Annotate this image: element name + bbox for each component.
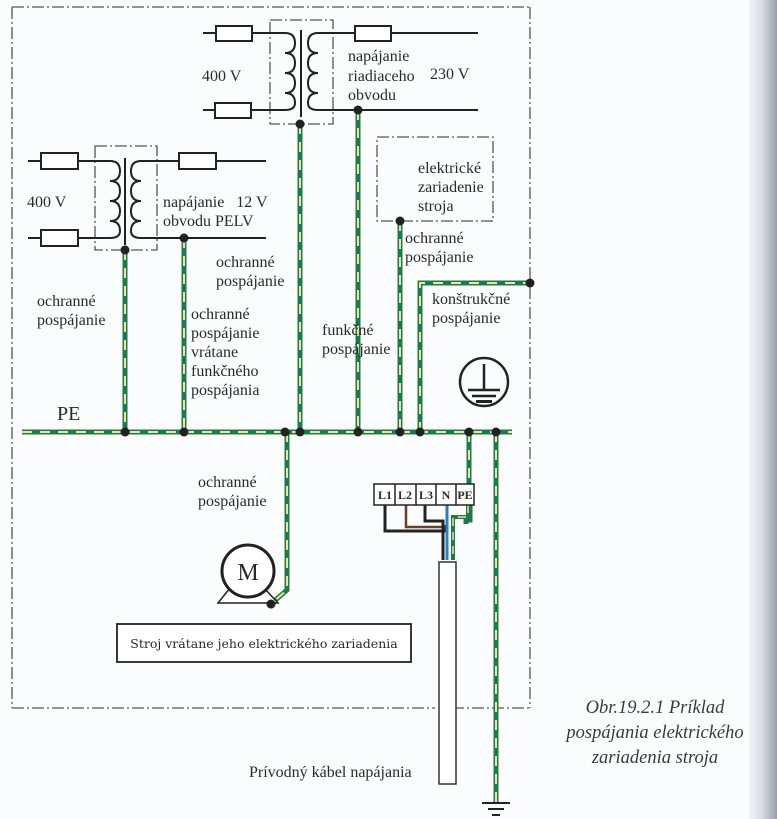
equipment-label-1: elektrické xyxy=(418,160,481,177)
fuse-icon xyxy=(40,152,79,170)
label-incl-functional-5: pospájania xyxy=(191,382,259,399)
secondary-coil-icon xyxy=(306,32,319,111)
control-label-1: napájanie xyxy=(348,48,409,65)
pelv-label-2: obvodu PELV xyxy=(163,213,254,230)
label-functional-1: funkčné xyxy=(322,322,374,339)
wire-pe xyxy=(451,505,470,560)
label-protective-left-1: ochranné xyxy=(37,293,96,310)
junction-dot xyxy=(179,233,189,243)
terminal-frame xyxy=(373,483,475,506)
label-functional-2: pospájanie xyxy=(322,341,390,358)
label-protective-equipment-2: pospájanie xyxy=(405,249,473,266)
label-protective-center-1: ochranné xyxy=(216,254,275,271)
caption-line-1: Obr.19.2.1 Príklad xyxy=(586,698,726,718)
junction-dot xyxy=(353,427,363,437)
equipment-enclosure xyxy=(376,136,494,222)
terminal-block: L1 L2 L3 N PE xyxy=(373,483,475,785)
junction-dot xyxy=(395,216,405,226)
control-output-voltage: 230 V xyxy=(430,66,470,83)
caption-line-3: zariadenia stroja xyxy=(591,748,718,768)
junction-dot xyxy=(280,427,290,437)
motor-bond-dot xyxy=(266,599,276,609)
earth-circle xyxy=(458,356,510,408)
label-protective-motor-1: ochranné xyxy=(198,474,257,491)
terminal-pe: PE xyxy=(457,488,472,502)
motor-icon: M xyxy=(216,543,280,604)
wire-pe-stripe xyxy=(452,505,469,560)
terminal-l1: L1 xyxy=(378,488,392,502)
supply-cable xyxy=(438,561,457,785)
junction-dot xyxy=(120,245,130,255)
machine-box-label: Stroj vrátane jeho elektrického zariaden… xyxy=(130,636,398,651)
junction-dot xyxy=(395,427,405,437)
terminal-n: N xyxy=(442,488,451,502)
label-incl-functional-1: ochranné xyxy=(191,306,250,323)
pe-branches-stripe xyxy=(124,110,530,802)
pelv-transformer: 400 V napájanie 12 V obvodu PELV xyxy=(27,145,268,251)
fuse-icon xyxy=(40,229,79,247)
electrical-equipment-box: elektrické zariadenie stroja xyxy=(376,136,494,222)
terminal-dividers xyxy=(394,484,457,505)
control-input-voltage: 400 V xyxy=(202,68,242,85)
label-protective-center-2: pospájanie xyxy=(216,273,284,290)
supply-cable-label: Prívodný kábel napájania xyxy=(249,764,412,781)
junction-dots xyxy=(120,105,535,609)
primary-coil-icon xyxy=(284,32,297,111)
machine-box-frame xyxy=(116,623,412,663)
label-protective-motor-2: pospájanie xyxy=(198,493,266,510)
control-transformer: 400 V napájanie riadiaceho obvodu 230 V xyxy=(202,19,478,125)
wire-l3 xyxy=(423,505,445,560)
label-incl-functional-3: vrátane xyxy=(191,344,238,361)
ground-icon xyxy=(482,802,510,816)
machine-box: Stroj vrátane jeho elektrického zariaden… xyxy=(116,623,412,663)
secondary-coil-icon xyxy=(129,160,142,239)
motor-circle xyxy=(220,543,276,599)
equipment-label-3: stroja xyxy=(418,198,454,215)
fuse-icon xyxy=(215,25,253,42)
book-gutter-shading xyxy=(749,0,777,819)
secondary-wires xyxy=(318,32,478,111)
fuse-icon xyxy=(214,102,252,119)
terminal-l3: L3 xyxy=(419,488,433,502)
junction-dot xyxy=(525,278,535,288)
pelv-input-voltage: 400 V xyxy=(27,194,67,211)
protective-earth-icon xyxy=(458,356,510,408)
motor-symbol: M xyxy=(237,560,258,586)
junction-dot xyxy=(295,119,305,129)
junction-dot xyxy=(464,427,474,437)
control-label-3: obvodu xyxy=(348,87,396,104)
junction-dot xyxy=(491,427,501,437)
caption-line-2: pospájania elektrického xyxy=(564,723,743,743)
pe-bus-label: PE xyxy=(57,403,80,425)
label-incl-functional-2: pospájanie xyxy=(191,325,259,342)
junction-dot xyxy=(120,427,130,437)
pelv-label-1: napájanie 12 V xyxy=(163,194,268,211)
transformer-enclosure xyxy=(94,145,158,251)
fuse-icon xyxy=(354,25,392,42)
equipment-label-2: zariadenie xyxy=(418,179,484,196)
earth-lines xyxy=(468,364,500,398)
label-protective-left-2: pospájanie xyxy=(37,312,105,329)
junction-dot xyxy=(179,427,189,437)
junction-dot xyxy=(295,427,305,437)
transformer-enclosure xyxy=(269,19,334,125)
pe-conductors xyxy=(22,110,530,802)
control-label-2: riadiaceho xyxy=(348,68,415,85)
primary-coil-icon xyxy=(109,160,122,239)
label-structural-2: pospájanie xyxy=(432,310,500,327)
earth-bar xyxy=(476,400,492,403)
wire-l2 xyxy=(404,505,445,529)
ground-lines xyxy=(482,802,510,816)
machine-boundary-frame xyxy=(11,6,531,709)
label-incl-functional-4: funkčného xyxy=(191,363,259,380)
junction-dot xyxy=(415,427,425,437)
junction-dot xyxy=(353,105,363,115)
terminal-l2: L2 xyxy=(398,488,412,502)
label-protective-equipment-1: ochranné xyxy=(405,230,464,247)
label-structural-1: konštrukčné xyxy=(432,291,510,308)
fuse-icon xyxy=(178,152,217,170)
